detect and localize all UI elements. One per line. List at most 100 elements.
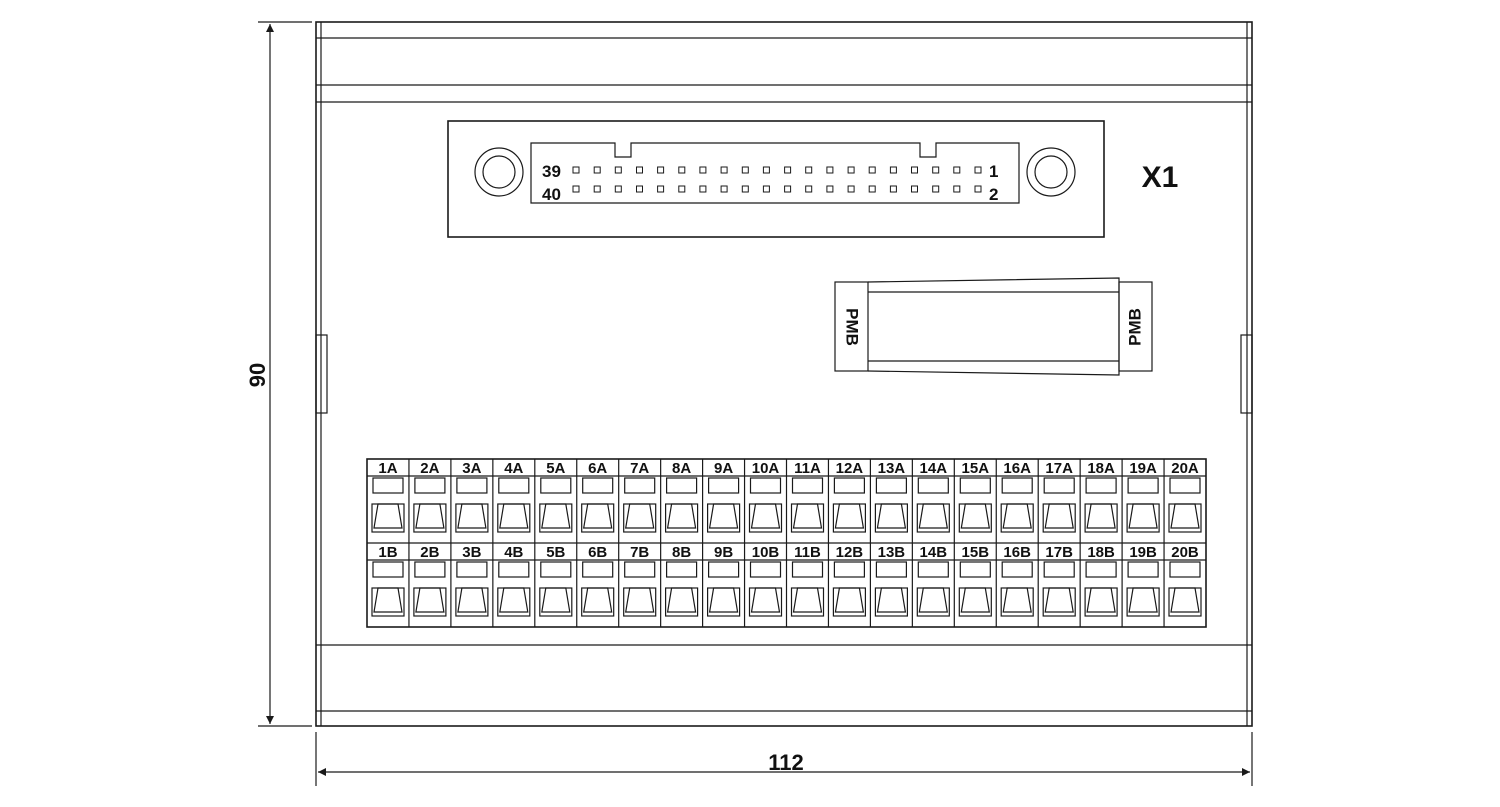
push-button[interactable] xyxy=(1043,477,1075,494)
terminal-11b[interactable]: 11B xyxy=(785,543,829,627)
connector-pin xyxy=(657,166,665,174)
terminal-6b[interactable]: 6B xyxy=(576,543,619,627)
connector-pin xyxy=(953,166,961,174)
terminal-20b[interactable]: 20B xyxy=(1163,543,1206,627)
terminal-6a[interactable]: 6A xyxy=(576,459,619,543)
push-button[interactable] xyxy=(1001,477,1033,494)
push-button[interactable] xyxy=(1085,561,1117,578)
terminal-2b[interactable]: 2B xyxy=(408,543,451,627)
terminal-8a[interactable]: 8A xyxy=(660,459,703,543)
terminal-7b[interactable]: 7B xyxy=(618,543,661,627)
push-button[interactable] xyxy=(665,477,698,494)
push-button[interactable] xyxy=(749,477,782,494)
push-button[interactable] xyxy=(1127,477,1159,494)
push-button[interactable] xyxy=(1085,477,1117,494)
wire-entry-funnel xyxy=(960,503,991,529)
push-button[interactable] xyxy=(875,561,908,578)
terminal-label: 14B xyxy=(920,544,948,561)
wire-entry-funnel xyxy=(624,587,655,613)
terminal-2a[interactable]: 2A xyxy=(408,459,451,543)
push-button[interactable] xyxy=(959,477,991,494)
terminal-13b[interactable]: 13B xyxy=(869,543,913,627)
push-button[interactable] xyxy=(1169,561,1201,578)
terminal-4a[interactable]: 4A xyxy=(492,459,535,543)
push-button[interactable] xyxy=(833,561,866,578)
connector-shroud xyxy=(530,142,1020,204)
terminal-17a[interactable]: 17A xyxy=(1037,459,1081,543)
terminal-7a[interactable]: 7A xyxy=(618,459,661,543)
push-button[interactable] xyxy=(791,561,824,578)
terminal-label: 10B xyxy=(752,544,780,561)
push-button[interactable] xyxy=(1169,477,1201,494)
terminal-16b[interactable]: 16B xyxy=(995,543,1039,627)
push-button[interactable] xyxy=(456,561,488,578)
terminal-14b[interactable]: 14B xyxy=(911,543,955,627)
push-button[interactable] xyxy=(414,561,446,578)
push-button[interactable] xyxy=(1127,561,1159,578)
push-button[interactable] xyxy=(707,477,740,494)
push-button[interactable] xyxy=(917,561,949,578)
terminal-9a[interactable]: 9A xyxy=(701,459,745,543)
terminal-12a[interactable]: 12A xyxy=(827,459,871,543)
push-button[interactable] xyxy=(665,561,698,578)
terminal-1b[interactable]: 1B xyxy=(367,544,409,617)
terminal-1a[interactable]: 1A xyxy=(367,460,409,533)
terminal-17b[interactable]: 17B xyxy=(1037,543,1081,627)
terminal-15b[interactable]: 15B xyxy=(953,543,997,627)
terminal-label: 13A xyxy=(878,460,906,477)
push-button[interactable] xyxy=(414,477,446,494)
terminal-8b[interactable]: 8B xyxy=(660,543,703,627)
terminal-11a[interactable]: 11A xyxy=(785,459,829,543)
pin-row-even xyxy=(572,185,982,193)
terminal-14a[interactable]: 14A xyxy=(911,459,955,543)
connector-pin xyxy=(932,166,940,174)
terminal-19b[interactable]: 19B xyxy=(1121,543,1165,627)
terminal-15a[interactable]: 15A xyxy=(953,459,997,543)
terminal-13a[interactable]: 13A xyxy=(869,459,913,543)
terminal-4b[interactable]: 4B xyxy=(492,543,535,627)
push-button[interactable] xyxy=(707,561,740,578)
terminal-label: 20A xyxy=(1171,460,1199,477)
push-button[interactable] xyxy=(1001,561,1033,578)
terminal-10a[interactable]: 10A xyxy=(743,459,787,543)
wire-entry-funnel xyxy=(708,503,739,529)
push-button[interactable] xyxy=(624,561,656,578)
push-button[interactable] xyxy=(372,561,404,578)
push-button[interactable] xyxy=(498,561,530,578)
connector-pin xyxy=(805,185,813,193)
push-button[interactable] xyxy=(456,477,488,494)
terminal-5a[interactable]: 5A xyxy=(534,459,577,543)
push-button[interactable] xyxy=(875,477,908,494)
terminal-3a[interactable]: 3A xyxy=(450,459,493,543)
terminal-label: 18B xyxy=(1087,544,1115,561)
push-button[interactable] xyxy=(624,477,656,494)
terminal-19a[interactable]: 19A xyxy=(1121,459,1165,543)
connector-pin xyxy=(826,185,834,193)
terminal-18b[interactable]: 18B xyxy=(1079,543,1123,627)
push-button[interactable] xyxy=(959,561,991,578)
push-button[interactable] xyxy=(498,477,530,494)
push-button[interactable] xyxy=(540,561,572,578)
push-button[interactable] xyxy=(372,477,404,494)
terminal-16a[interactable]: 16A xyxy=(995,459,1039,543)
wire-entry-funnel xyxy=(499,503,529,529)
terminal-3b[interactable]: 3B xyxy=(450,543,493,627)
wire-entry-funnel xyxy=(834,503,865,529)
push-button[interactable] xyxy=(582,561,614,578)
push-button[interactable] xyxy=(749,561,782,578)
terminal-10b[interactable]: 10B xyxy=(743,543,787,627)
terminal-20a[interactable]: 20A xyxy=(1163,459,1206,543)
push-button[interactable] xyxy=(1043,561,1075,578)
push-button[interactable] xyxy=(791,477,824,494)
terminal-9b[interactable]: 9B xyxy=(701,543,745,627)
push-button[interactable] xyxy=(582,477,614,494)
push-button[interactable] xyxy=(540,477,572,494)
terminal-18a[interactable]: 18A xyxy=(1079,459,1123,543)
push-button[interactable] xyxy=(833,477,866,494)
terminal-5b[interactable]: 5B xyxy=(534,543,577,627)
connector-pin xyxy=(784,166,792,174)
terminal-12b[interactable]: 12B xyxy=(827,543,871,627)
wire-entry-funnel xyxy=(1086,587,1116,613)
push-button[interactable] xyxy=(917,477,949,494)
